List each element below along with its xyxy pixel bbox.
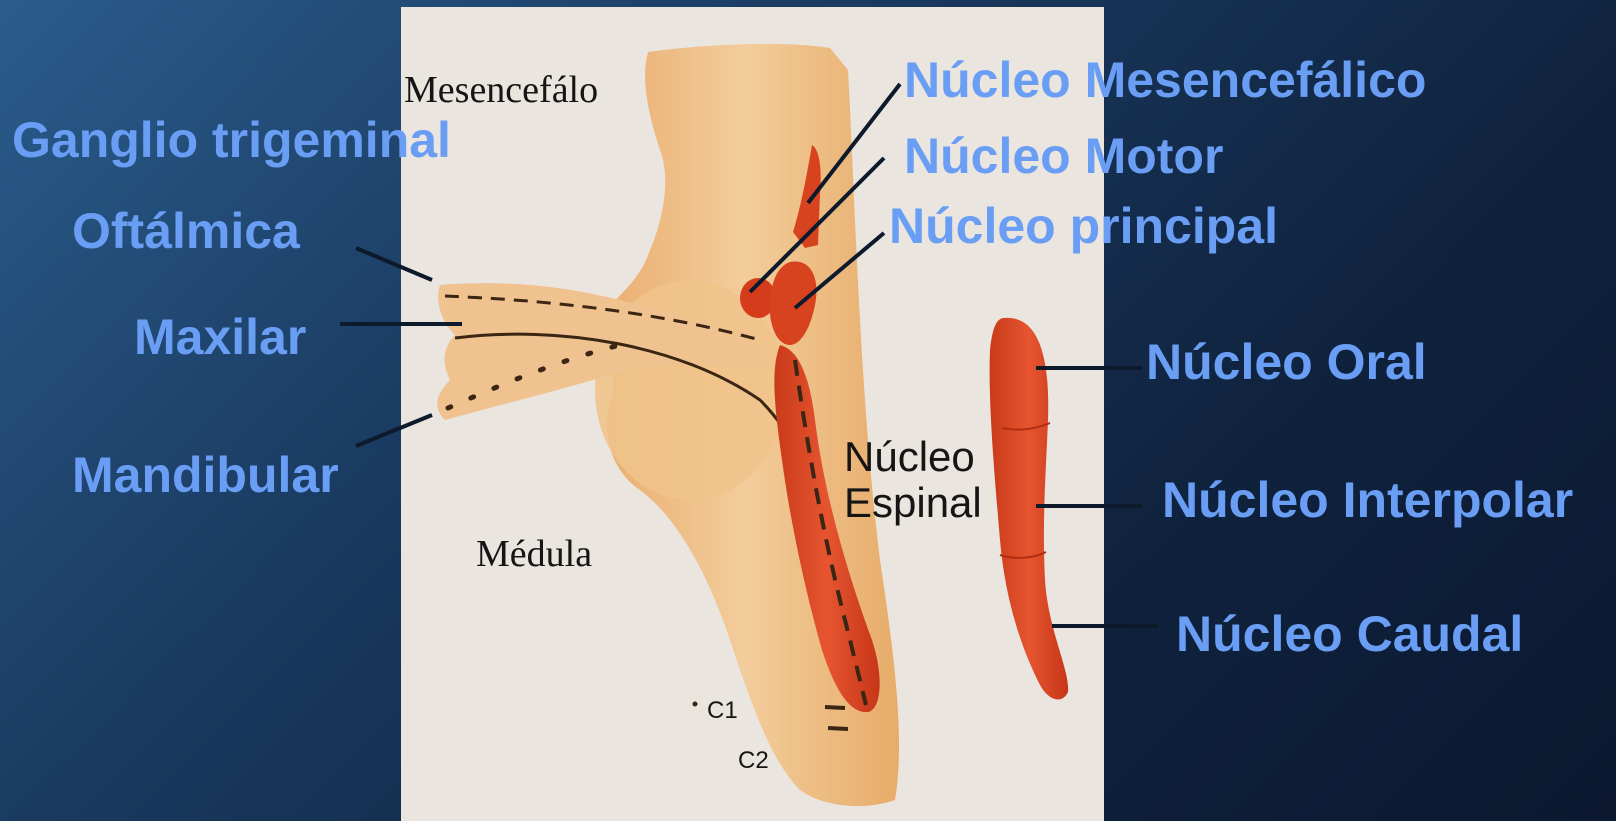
label-nucleo-principal: Núcleo principal: [889, 201, 1278, 251]
label-nucleo-espinal-line2: Espinal: [844, 480, 982, 526]
label-medula: Médula: [476, 534, 592, 576]
c1-dot: [693, 702, 698, 707]
label-nucleo-caudal: Núcleo Caudal: [1176, 609, 1523, 659]
label-nucleo-espinal-line1: Núcleo: [844, 434, 982, 480]
root-mark-2: [828, 728, 848, 729]
label-ganglio-trigeminal: Ganglio trigeminal: [12, 115, 451, 165]
label-oftalmica: Oftálmica: [72, 206, 300, 256]
label-maxilar: Maxilar: [134, 312, 306, 362]
label-mandibular: Mandibular: [72, 450, 339, 500]
label-nucleo-interpolar: Núcleo Interpolar: [1162, 475, 1573, 525]
label-nucleo-mesencefalico: Núcleo Mesencefálico: [904, 55, 1426, 105]
label-nucleo-oral: Núcleo Oral: [1146, 337, 1427, 387]
label-c2: C2: [738, 748, 769, 774]
label-mesencefalo: Mesencefálo: [404, 70, 598, 112]
label-nucleo-motor: Núcleo Motor: [904, 131, 1223, 181]
label-nucleo-espinal: Núcleo Espinal: [844, 434, 982, 526]
label-c1: C1: [707, 698, 738, 724]
root-mark-1: [825, 707, 845, 708]
